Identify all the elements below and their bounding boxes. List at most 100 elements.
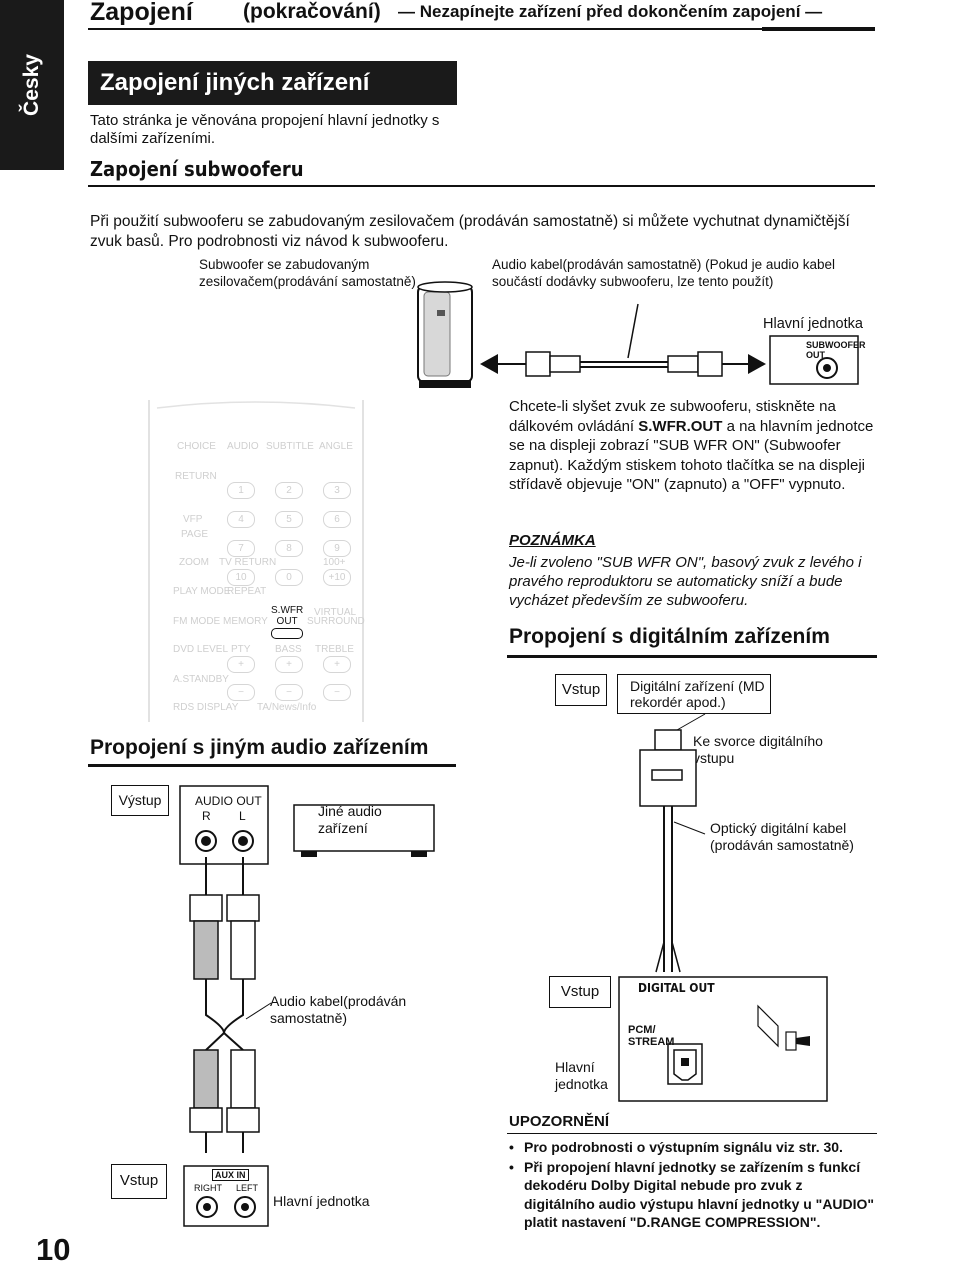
aux-in-panel <box>183 1165 269 1227</box>
remote-key-0: 0 <box>275 569 303 586</box>
remote-label-out: OUT <box>276 616 298 627</box>
subwoofer-device-label: Subwoofer se zabudovaným zesilovačem(pro… <box>199 257 416 289</box>
subwoofer-out-jack-label-line2: OUT <box>806 350 825 360</box>
remote-label-bass: BASS <box>275 644 302 655</box>
digital-heading: Propojení s digitálním zařízením <box>509 625 830 648</box>
remote-label-choice: CHOICE <box>177 441 216 452</box>
digital-terminal-label: Ke svorce digitálního vstupu <box>693 733 823 766</box>
digital-device-box: Digitální zařízení (MD rekordér apod.) <box>617 674 771 714</box>
remote-label-vfp: VFP <box>183 514 203 525</box>
remote-label-a-standby: A.STANDBY <box>173 674 229 685</box>
page-title: Zapojení <box>90 0 193 26</box>
swfr-instruction: Chcete-li slyšet zvuk ze subwooferu, sti… <box>509 397 877 495</box>
remote-key-treble-plus: + <box>323 656 351 673</box>
audio-input-box: Vstup <box>111 1164 167 1199</box>
remote-label-memory: MEMORY <box>223 616 268 627</box>
other-audio-device-label: Jiné audio zařízení <box>318 803 382 836</box>
remote-label-swfr: S.WFR <box>271 605 304 616</box>
remote-label-virtual: VIRTUAL <box>314 607 357 618</box>
remote-label-repeat: REPEAT <box>227 586 267 597</box>
remote-key-6: 6 <box>323 511 351 528</box>
remote-label-surround: SURROUND <box>307 616 365 627</box>
remote-label-return: RETURN <box>175 471 217 482</box>
audio-cable-label: Audio kabel(prodáván samostatně) <box>270 993 407 1026</box>
remote-swfr-out-button: S.WFR OUT <box>271 605 303 639</box>
remote-label-rds-display: RDS DISPLAY <box>173 702 239 713</box>
aux-right-label: RIGHT <box>194 1183 222 1193</box>
remote-label-angle: ANGLE <box>319 441 353 452</box>
remote-label-subtitle: SUBTITLE <box>266 441 314 452</box>
remote-label-play-mode: PLAY MODE <box>173 586 231 597</box>
aux-in-label: AUX IN <box>212 1169 249 1181</box>
remote-key-7: 7 <box>227 540 255 557</box>
header-rule <box>88 28 875 30</box>
remote-key-2: 2 <box>275 482 303 499</box>
header-rule-accent <box>762 27 875 31</box>
caution-title-rule <box>507 1133 877 1134</box>
subwoofer-cable-label: Audio kabel(prodáván samostatně) (Pokud … <box>492 257 835 289</box>
remote-label-dvd-level: DVD LEVEL <box>173 644 229 655</box>
digital-out-panel <box>618 976 828 1102</box>
remote-key-plus10: +10 <box>323 569 351 586</box>
subwoofer-heading: Zapojení subwooferu <box>90 157 304 181</box>
optical-cable-diagram <box>639 713 706 973</box>
note-title: POZNÁMKA <box>509 532 596 549</box>
swfr-instruction-text-1: Chcete-li slyšet zvuk ze subwooferu, sti… <box>509 398 836 435</box>
audio-device-heading-rule <box>88 764 456 767</box>
audio-out-l-label: L <box>239 809 246 823</box>
remote-key-9: 9 <box>323 540 351 557</box>
aux-left-label: LEFT <box>236 1183 259 1193</box>
remote-key-4: 4 <box>227 511 255 528</box>
remote-key-10: 10 <box>227 569 255 586</box>
header-warning: — Nezapínejte zařízení před dokončením z… <box>398 2 823 21</box>
language-tab: Česky <box>0 0 64 170</box>
digital-input-box-2: Vstup <box>549 976 611 1008</box>
remote-label-treble: TREBLE <box>315 644 354 655</box>
subwoofer-description: Při použití subwooferu se zabudovaným ze… <box>90 213 850 250</box>
remote-outline <box>148 400 364 722</box>
audio-out-label: AUDIO OUT <box>195 794 262 808</box>
remote-label-tv-return: TV RETURN <box>219 557 277 568</box>
subwoofer-speaker <box>417 281 473 388</box>
section-title: Zapojení jiných zařízení <box>88 61 457 105</box>
section-intro: Tato stránka je věnována propojení hlavn… <box>90 112 440 147</box>
subwoofer-unit-label: Hlavní jednotka <box>763 316 863 332</box>
pcm-stream-label: PCM/ STREAM <box>628 1024 675 1048</box>
remote-key-treble-minus: − <box>323 684 351 701</box>
subwoofer-cable-diagram <box>480 303 859 385</box>
caution-list: Pro podrobnosti o výstupním signálu viz … <box>509 1138 877 1233</box>
remote-key-pty-minus: − <box>227 684 255 701</box>
swfr-instruction-text-2: a na hlavním jednotce se na displeji zob… <box>509 417 874 494</box>
remote-label-100-plus: 100+ <box>323 557 346 568</box>
remote-control: CHOICE AUDIO SUBTITLE ANGLE RETURN 1 2 3… <box>147 400 365 722</box>
remote-label-audio: AUDIO <box>227 441 259 452</box>
digital-out-label: DIGITAL OUT <box>638 981 715 995</box>
note-text: Je-li zvoleno "SUB WFR ON", basový zvuk … <box>509 554 862 609</box>
page-number: 10 <box>36 1232 71 1267</box>
remote-swfr-out-key <box>271 628 304 639</box>
remote-key-3: 3 <box>323 482 351 499</box>
caution-item: Při propojení hlavní jednotky se zařízen… <box>509 1158 877 1232</box>
page-subtitle: (pokračování) <box>243 0 381 23</box>
audio-unit-label: Hlavní jednotka <box>273 1193 370 1209</box>
audio-out-r-label: R <box>202 809 211 823</box>
remote-key-1: 1 <box>227 482 255 499</box>
remote-label-pty: PTY <box>231 644 251 655</box>
remote-key-5: 5 <box>275 511 303 528</box>
audio-out-panel <box>179 785 435 865</box>
language-label: Česky <box>20 54 43 116</box>
optical-cable-label: Optický digitální kabel (prodáván samost… <box>710 820 854 853</box>
subwoofer-out-jack-label-line1: SUBWOOFER <box>806 340 866 350</box>
remote-key-8: 8 <box>275 540 303 557</box>
subwoofer-out-jack-label: SUBWOOFER OUT <box>806 340 866 360</box>
audio-rca-cable <box>189 857 272 1153</box>
swfr-instruction-key: S.WFR.OUT <box>638 417 723 435</box>
remote-key-pty-plus: + <box>227 656 255 673</box>
digital-unit-label: Hlavní jednotka <box>555 1059 608 1092</box>
remote-label-page: PAGE <box>181 529 209 540</box>
audio-output-box: Výstup <box>111 785 169 816</box>
caution-title: UPOZORNĚNÍ <box>509 1113 610 1130</box>
remote-label-fm-mode: FM MODE <box>173 616 221 627</box>
caution-item: Pro podrobnosti o výstupním signálu viz … <box>509 1138 877 1157</box>
remote-label-zoom: ZOOM <box>179 557 209 568</box>
